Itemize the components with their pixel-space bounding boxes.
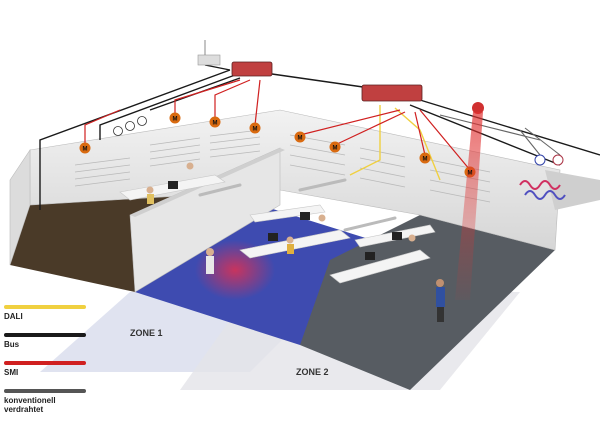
conventional-cables: [439, 114, 561, 156]
person: [318, 214, 326, 222]
legend-label: Bus: [4, 340, 20, 349]
floor-zone1: [135, 205, 420, 345]
legend-conventional: konventionell verdrahtet: [4, 389, 86, 414]
motor-label: M: [333, 146, 338, 152]
motor-label: M: [173, 117, 178, 123]
legend-swatch-bus: [4, 333, 86, 337]
zone-2-label: ZONE 2: [296, 367, 329, 377]
motor-label: M: [213, 121, 218, 127]
legend-label: konventionell verdrahtet: [4, 396, 56, 414]
floor-zone2: [300, 215, 555, 390]
person: [186, 162, 194, 170]
back-wall: [29, 109, 561, 251]
right-wall: [545, 170, 600, 210]
person: [286, 236, 294, 244]
person: [206, 256, 214, 274]
person: [436, 287, 445, 307]
legend-swatch-conventional: [4, 389, 86, 393]
motor-label: M: [253, 127, 258, 133]
legend-smi: SMI: [4, 361, 86, 377]
legend-bus: Bus: [4, 333, 86, 349]
motor-icon: [419, 152, 431, 164]
motor-label: M: [468, 171, 473, 177]
motor-icon: [249, 122, 261, 134]
legend-label: DALI: [4, 312, 23, 321]
monitors: [168, 181, 402, 260]
motor-label: M: [298, 136, 303, 142]
person: [206, 248, 214, 256]
light-dimmers: [113, 116, 147, 136]
person: [147, 194, 154, 204]
controller-left: [231, 61, 273, 77]
left-wall: [9, 149, 31, 266]
valve-icon: [534, 154, 546, 166]
zone-1-label: ZONE 1: [130, 328, 163, 338]
window-blinds: [74, 129, 491, 203]
person: [436, 279, 444, 287]
person: [287, 244, 294, 254]
person: [146, 186, 154, 194]
motor-icon: [79, 142, 91, 154]
motor-icon: [294, 131, 306, 143]
legend-swatch-smi: [4, 361, 86, 365]
people: [146, 162, 445, 322]
person: [408, 234, 416, 242]
legend-swatch-dali: [4, 305, 86, 309]
smi-cables: [84, 79, 471, 171]
partition-wall: [129, 147, 281, 293]
motor-label: M: [423, 157, 428, 163]
motor-icon: [329, 141, 341, 153]
controller-right: [361, 84, 423, 102]
presence-sensor-ceiling: [472, 102, 484, 114]
motor-label: M: [83, 147, 88, 153]
legend-dali: DALI: [4, 305, 86, 321]
person: [437, 307, 444, 322]
heating-coil-2: [524, 190, 566, 200]
heating-coil: [519, 180, 561, 190]
bus-cables: [39, 64, 600, 210]
valve-icon: [552, 154, 564, 166]
sensor-beam: [455, 112, 483, 300]
motor-icon: [169, 112, 181, 124]
ceiling-lights: [198, 178, 397, 232]
motor-icon: [209, 116, 221, 128]
weather-station: [197, 54, 221, 66]
motor-modules: [79, 112, 476, 178]
legend-label: SMI: [4, 368, 19, 377]
